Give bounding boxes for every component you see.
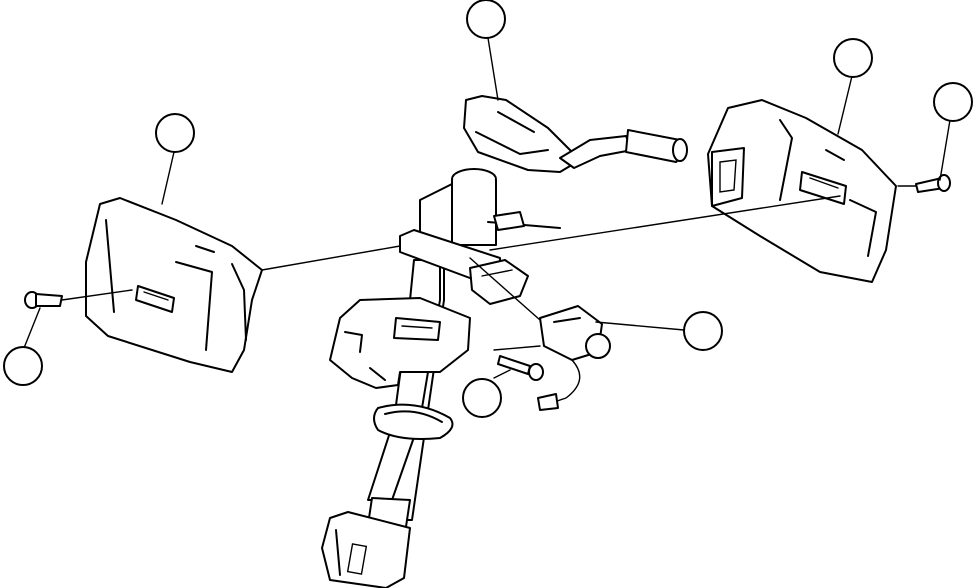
screw-left [24,291,63,309]
callout-screw-center [462,378,502,418]
column-bracket [329,297,471,389]
column-cover-upper [707,99,897,283]
column-cover-lower [85,197,263,373]
callouts [3,0,973,418]
screw-center [493,345,544,381]
callout-column-cover-upper [833,38,873,78]
callout-screw-right [933,82,973,122]
screw-right [915,174,951,193]
leader-lines [23,37,951,379]
callout-key-lock-cylinder [683,311,723,351]
callout-column-cover-lower [155,113,195,153]
combination-switch [463,95,688,173]
callout-combination-switch [466,0,506,39]
key-lock-cylinder [537,305,611,411]
callout-screw-left [3,346,43,386]
